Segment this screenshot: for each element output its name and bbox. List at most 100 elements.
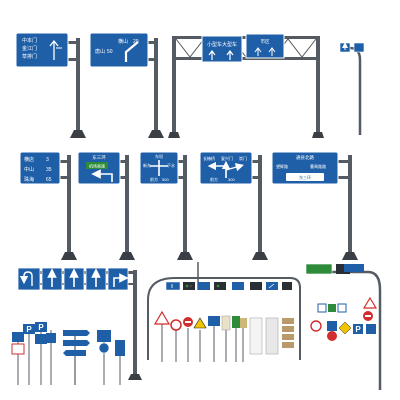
speed-limit-icon [170, 319, 182, 331]
vertical-name-sign [249, 317, 263, 355]
sign-s5: 横店 3 中山 35 珠海 65 [19, 151, 77, 260]
sign-text: 中本门 [22, 37, 37, 44]
bicycle-icon [366, 324, 376, 334]
sign-text: 500 [162, 177, 169, 182]
sign-text: 长椿桥 [203, 155, 215, 161]
speed-limit-icon [310, 320, 322, 332]
gantry-leg-left [172, 38, 176, 138]
name-plate [282, 326, 294, 332]
direction-blade [63, 330, 90, 336]
pole [306, 270, 382, 390]
sign-text: 新东 [143, 162, 151, 168]
pole [133, 270, 137, 380]
sign-text: 望辉路 [276, 163, 288, 169]
info-sign [317, 303, 327, 313]
arch-pole [147, 277, 301, 360]
pole [154, 38, 158, 138]
svg-text:P: P [26, 325, 32, 334]
guide-sign-panel [201, 35, 243, 63]
sign-text: 东坝 [155, 153, 163, 159]
gantry-s3: 小型车大型车 市区 [168, 33, 324, 138]
parking-icon [23, 324, 35, 334]
traffic-light-icon [336, 264, 350, 274]
sign-s8: 长椿桥 复兴门 崇门 前方 300 [199, 151, 268, 260]
pole [349, 46, 362, 135]
info-sign [115, 340, 125, 356]
sign-s4 [339, 42, 365, 135]
lane-sign [107, 267, 129, 291]
straight-arrow-icon [49, 39, 59, 60]
info-sign [208, 316, 220, 326]
pedestrian-icon [327, 321, 337, 331]
sign-text: 珠海 [24, 176, 34, 183]
sign-s2: 横山 20 唐山 50 [89, 32, 164, 138]
info-sign [337, 303, 347, 313]
no-entry-icon [11, 343, 25, 355]
sign-text: 市区 [261, 38, 270, 45]
sign-text: 35 [46, 167, 52, 173]
pole [183, 155, 187, 260]
green-panel [305, 263, 333, 275]
small-signs-cluster-left: P P [11, 322, 125, 385]
sign-text: 横山 [118, 38, 128, 45]
lane-sign [17, 267, 41, 291]
bicycle-icon [35, 334, 47, 344]
sign-s1: 中本门 金江门 草排门 [15, 32, 86, 138]
traffic-light-arch [147, 262, 301, 360]
info-sign [240, 318, 247, 328]
name-plate [282, 342, 294, 348]
sign-text: 曹禺路路 [310, 163, 326, 169]
sign-text: 50 [107, 49, 113, 55]
sign-text: 300 [228, 177, 235, 182]
sign-text: 前方 [210, 176, 218, 182]
vertical-name-sign [265, 317, 279, 355]
signal-pole-right [305, 263, 382, 390]
info-sign [221, 315, 231, 331]
straight-arrow-icon [226, 50, 234, 60]
info-sign [232, 316, 240, 328]
sign-text: 下水 [167, 162, 175, 168]
sign-text: 东三环 [299, 174, 311, 180]
pole [67, 155, 71, 260]
sign-text: 前方 [150, 176, 158, 182]
sign-text: 通县北路 [296, 154, 314, 161]
straight-arrow-icon [98, 342, 110, 354]
small-sign [353, 42, 365, 53]
pole [258, 155, 262, 260]
sign-text: 复兴门 [221, 155, 233, 161]
direction-blade [63, 340, 90, 346]
small-signs-cluster-mid [153, 310, 294, 362]
warning-diamond-icon [338, 321, 352, 335]
sign-text: 65 [46, 177, 52, 183]
sign-text: 横店 [24, 156, 34, 163]
sign-s9: 通县北路 望辉路 曹禺路路 东三环 [271, 151, 358, 260]
sign-text: 金江门 [22, 45, 37, 52]
guide-sign-panel [89, 32, 149, 68]
warning-triangle-icon [362, 296, 378, 309]
name-plate [282, 318, 294, 324]
gantry-leg-right [316, 38, 320, 138]
crossroad-icon [150, 160, 168, 176]
highway-box [86, 162, 108, 169]
name-plate [282, 334, 294, 340]
no-entry-icon [327, 331, 337, 341]
left-turn-arrow-icon [91, 169, 113, 182]
lane-sign-gantry [17, 267, 142, 380]
warning-triangle-icon [193, 317, 207, 329]
warning-triangle-icon [153, 310, 171, 325]
street-name-sign [344, 264, 364, 272]
sign-text: 东三环 [92, 154, 106, 161]
sign-s6: 东三环 机场高速 [77, 151, 135, 260]
straight-arrow-icon [208, 50, 216, 60]
parking-icon [353, 324, 363, 334]
sign-text: 中山 [24, 166, 34, 173]
sign-s7: 东坝 新东 下水 前方 500 [139, 151, 193, 260]
pole [76, 38, 80, 138]
sign-text: 崇门 [239, 155, 247, 161]
direction-bar [286, 173, 324, 181]
traffic-light-icon [165, 281, 292, 291]
sign-text: 小型车大型车 [207, 41, 237, 48]
right-turn-arrow-icon [113, 273, 129, 287]
direction-blade [63, 350, 86, 356]
